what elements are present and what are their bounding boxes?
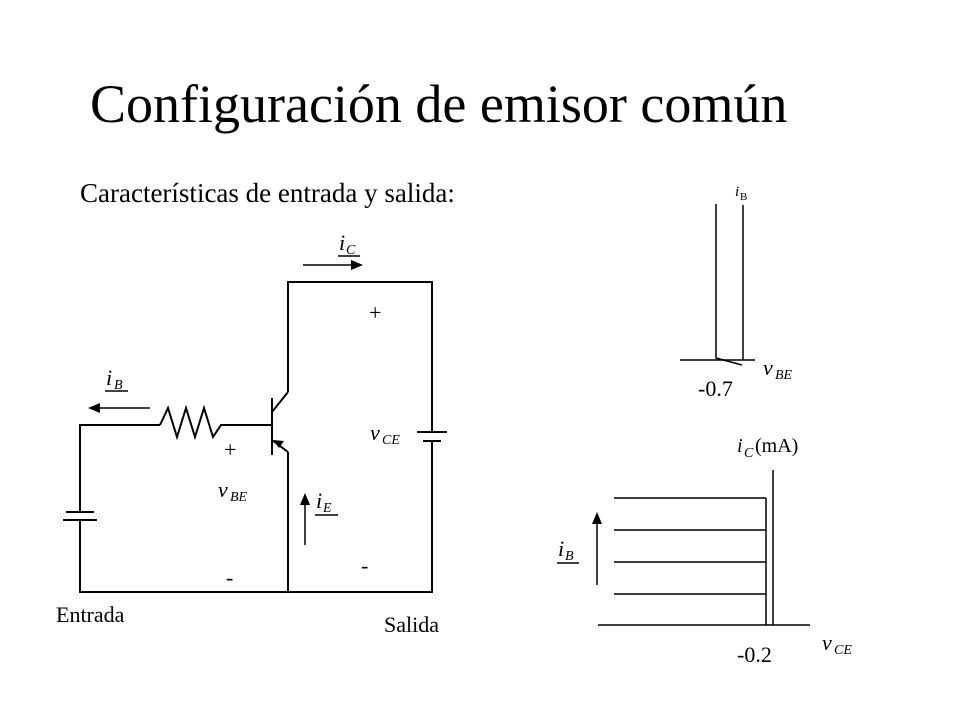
output-plot-threshold: -0.2	[737, 642, 772, 667]
output-characteristic-plot: i B i C (mA) v CE -0.2	[557, 435, 852, 667]
emitter-current-sub: E	[322, 501, 332, 516]
input-plot-x-label: v	[763, 355, 773, 380]
input-characteristic-curve	[715, 204, 743, 366]
input-characteristic-plot: i B v BE -0.7	[680, 184, 793, 401]
output-plot-y-label: i	[737, 435, 743, 457]
emitter-arrowhead	[273, 440, 284, 448]
base-current-label: i	[106, 365, 112, 390]
output-plot-x-label: v	[822, 630, 832, 655]
input-plot-threshold: -0.7	[698, 376, 733, 401]
input-plot-y-label: i	[735, 184, 739, 200]
vbe-plus-sign: +	[224, 437, 236, 462]
output-plot-x-sub: CE	[834, 643, 852, 658]
collector-current-arrowhead	[351, 260, 363, 270]
output-plot-y-sub: C	[744, 446, 754, 461]
page-title: Configuración de emisor común	[90, 74, 787, 134]
common-emitter-circuit: i C i B i E + v BE -	[56, 230, 447, 637]
vce-label: v	[370, 420, 380, 445]
slide-subtitle: Características de entrada y salida:	[80, 178, 455, 208]
output-plot-y-unit: (mA)	[755, 435, 798, 457]
vce-sub: CE	[382, 433, 400, 448]
emitter-current-arrowhead	[300, 493, 310, 505]
vbe-label: v	[218, 477, 228, 502]
input-wire	[79, 424, 160, 512]
vce-plus-sign: +	[369, 300, 381, 325]
output-label: Salida	[384, 612, 439, 637]
collector-current-sub: C	[346, 243, 356, 258]
input-plot-y-sub: B	[740, 191, 747, 203]
input-plot-x-sub: BE	[775, 368, 793, 383]
vbe-sub: BE	[230, 490, 248, 505]
collector-wire	[287, 281, 433, 432]
collector-current-label: i	[339, 230, 345, 255]
vce-minus-sign: -	[361, 553, 368, 578]
base-current-sub: B	[114, 378, 123, 393]
emitter-current-label: i	[316, 488, 322, 513]
ib-increase-arrowhead	[592, 512, 602, 524]
output-family-sub: B	[565, 549, 574, 564]
output-family-label: i	[558, 536, 564, 561]
ground-return-wire	[79, 441, 433, 593]
base-resistor	[159, 404, 272, 441]
input-label: Entrada	[56, 602, 125, 627]
transistor-collector-lead	[271, 391, 289, 413]
vbe-minus-sign: -	[226, 565, 233, 590]
base-current-arrowhead	[88, 403, 100, 413]
